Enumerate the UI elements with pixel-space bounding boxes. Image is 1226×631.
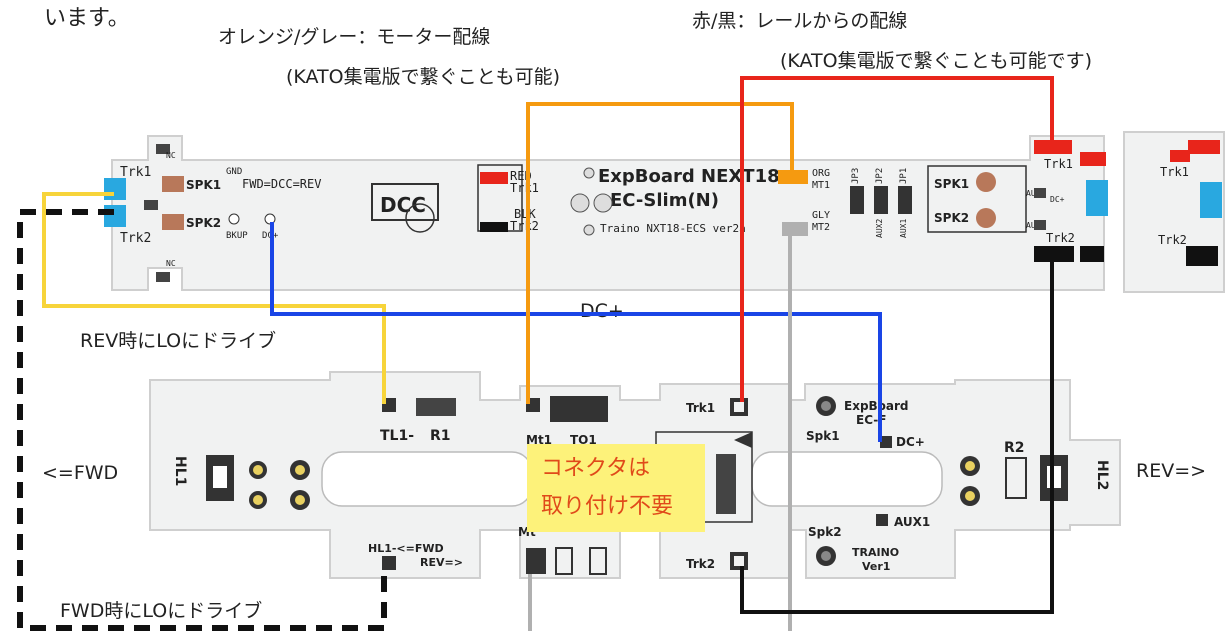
left-cyan-pad-2	[104, 205, 126, 227]
svg-text:SPK1: SPK1	[934, 177, 969, 191]
orange-grey-wire-label: オレンジ/グレー：モーター配線	[218, 26, 491, 48]
rail-black-pad-2	[1080, 246, 1104, 262]
top-fragment-text: います。	[44, 6, 130, 31]
svg-text:TL1-: TL1-	[380, 428, 414, 444]
svg-text:AUX2: AUX2	[875, 219, 884, 238]
svg-text:ExpBoard: ExpBoard	[844, 399, 909, 413]
svg-text:Trk2: Trk2	[1046, 231, 1075, 245]
svg-text:GLY: GLY	[812, 210, 830, 221]
svg-text:HL2: HL2	[1094, 460, 1110, 490]
svg-text:MT1: MT1	[812, 180, 830, 191]
svg-text:Mt1: Mt1	[526, 433, 552, 447]
motor-grey-pad	[782, 222, 808, 236]
svg-text:Trk2: Trk2	[686, 557, 715, 571]
black-silk-swatch	[480, 222, 508, 232]
fwd-lo-label: FWD時にLOにドライブ	[60, 600, 263, 622]
svg-text:AUX1: AUX1	[894, 515, 930, 529]
svg-text:SPK2: SPK2	[934, 211, 969, 225]
gnd-text: GND	[226, 167, 242, 177]
top-trk1-left: Trk1	[120, 165, 151, 180]
orange-grey-wire-sublabel: (KATO集電版で繋ぐことも可能)	[286, 66, 561, 88]
svg-text:TO1: TO1	[570, 433, 597, 447]
orange-wire	[526, 102, 794, 404]
svg-text:TRAINO: TRAINO	[852, 546, 899, 559]
motor-orange-pad	[778, 170, 808, 184]
rail-black-pad-1	[1034, 246, 1074, 262]
svg-text:R1: R1	[430, 428, 451, 444]
left-cyan-pad-1	[104, 178, 126, 200]
red-black-wire-sublabel: (KATO集電版で繋ぐことも可能です)	[780, 50, 1093, 72]
svg-text:JP2: JP2	[875, 168, 885, 184]
svg-text:Trk2: Trk2	[510, 219, 539, 233]
dcc-logo: DCC	[371, 183, 439, 233]
fwd-dashed-wire	[17, 209, 387, 631]
rail-red-pad-1	[1034, 140, 1072, 154]
svg-text:DC+: DC+	[896, 435, 925, 449]
board-title-1: ExpBoard NEXT18	[598, 166, 780, 187]
svg-text:AUX1: AUX1	[899, 219, 908, 238]
svg-text:Ver1: Ver1	[862, 560, 890, 573]
svg-text:Trk2: Trk2	[1158, 233, 1187, 247]
svg-text:Trk1: Trk1	[510, 181, 539, 195]
spk2-pad	[162, 214, 184, 230]
svg-text:R2: R2	[1004, 440, 1025, 456]
nc-top-pad	[156, 144, 170, 154]
dc-plus-label: DC+	[580, 300, 624, 322]
svg-text:DCC: DCC	[380, 193, 426, 217]
connector-not-required-note: コネクタは 取り付け不要	[527, 444, 705, 532]
top-trk2-left: Trk2	[120, 231, 151, 246]
yellow-wire	[42, 192, 386, 404]
svg-text:HL1: HL1	[172, 456, 188, 486]
rev-lo-label: REV時にLOにドライブ	[80, 330, 277, 352]
nc-top-text: NC	[166, 151, 176, 160]
svg-text:Trk1: Trk1	[686, 401, 715, 415]
spk1-text: SPK1	[186, 178, 221, 192]
wires	[17, 76, 1054, 631]
nc-bottom-pad	[156, 272, 170, 282]
svg-text:Trk1: Trk1	[1160, 165, 1189, 179]
board-title-2: EC-Slim(N)	[610, 190, 719, 211]
svg-text:ORG: ORG	[812, 168, 830, 179]
svg-text:JP1: JP1	[899, 168, 909, 184]
svg-text:Trk1: Trk1	[1044, 157, 1073, 171]
red-black-wire-label: 赤/黒：レールからの配線	[692, 10, 908, 32]
svg-text:MT2: MT2	[812, 222, 830, 233]
svg-text:Spk1: Spk1	[806, 429, 840, 443]
red-wire	[740, 76, 1054, 402]
svg-text:BLK: BLK	[514, 207, 536, 221]
nc-bottom-text: NC	[166, 259, 176, 268]
fwd-direction-label: <=FWD	[42, 462, 119, 484]
blue-wire	[270, 222, 882, 442]
rev-direction-label: REV=>	[1136, 460, 1207, 482]
rail-red-pad-2	[1080, 152, 1106, 166]
svg-text:REV=>: REV=>	[420, 556, 463, 569]
svg-text:HL1-<=FWD: HL1-<=FWD	[368, 542, 444, 555]
fwd-dcc-rev-text: FWD=DCC=REV	[242, 177, 321, 191]
svg-text:JP3: JP3	[851, 168, 861, 184]
spk1-pad	[162, 176, 184, 192]
note-line-2: 取り付け不要	[541, 494, 674, 519]
black-wire	[740, 256, 1054, 614]
bkup-text: BKUP	[226, 231, 248, 241]
red-silk-swatch	[480, 172, 508, 184]
board-version: Traino NXT18-ECS ver2a	[600, 222, 746, 235]
svg-text:DC+: DC+	[1050, 195, 1065, 204]
svg-text:Spk2: Spk2	[808, 525, 842, 539]
top-decoder-board: NC NC Trk1 Trk2 SPK1 SPK2 GND FWD=DCC=RE…	[104, 131, 1225, 293]
spk2-text: SPK2	[186, 216, 221, 230]
note-line-1: コネクタは	[541, 456, 651, 481]
